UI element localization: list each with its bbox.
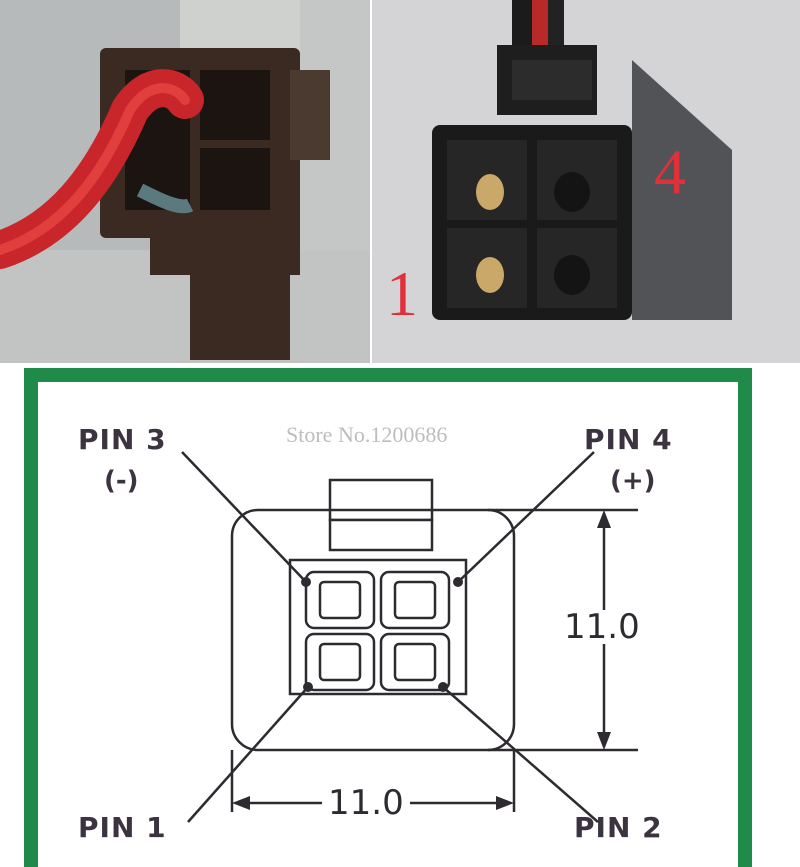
pin-3-label: PIN 3 [78, 423, 167, 456]
height-dimension: 11.0 [558, 610, 646, 644]
pin-3-polarity: (-) [104, 466, 139, 496]
pinout-diagram: PIN 3 (-) PIN 4 (+) PIN 1 PIN 2 11.0 11.… [38, 382, 738, 867]
connector-photo-red-wire-image [0, 0, 370, 363]
pinout-diagram-frame: PIN 3 (-) PIN 4 (+) PIN 1 PIN 2 11.0 11.… [24, 368, 752, 867]
store-watermark: Store No.1200686 [286, 422, 448, 447]
pin-4-polarity: (+) [610, 466, 656, 496]
pin-1-label: PIN 1 [78, 811, 167, 844]
pin-2-cavity [379, 632, 451, 692]
housing-outline [230, 508, 516, 752]
latch-outline [328, 478, 434, 522]
connector-outline-drawing [181, 451, 638, 823]
pin-3-cavity [304, 570, 376, 630]
inner-body-outline [288, 558, 468, 696]
pin-4-label: PIN 4 [584, 423, 673, 456]
pin-2-label: PIN 2 [574, 811, 663, 844]
connector-photo-right: 4 1 [372, 0, 800, 363]
connector-photo-face-image [372, 0, 800, 363]
pin-4-marker: 4 [654, 136, 686, 207]
connector-photo-left [0, 0, 370, 363]
pin-1-cavity [304, 632, 376, 692]
pin-4-cavity [379, 570, 451, 630]
pin-1-marker: 1 [386, 258, 418, 329]
width-dimension: 11.0 [322, 786, 410, 820]
